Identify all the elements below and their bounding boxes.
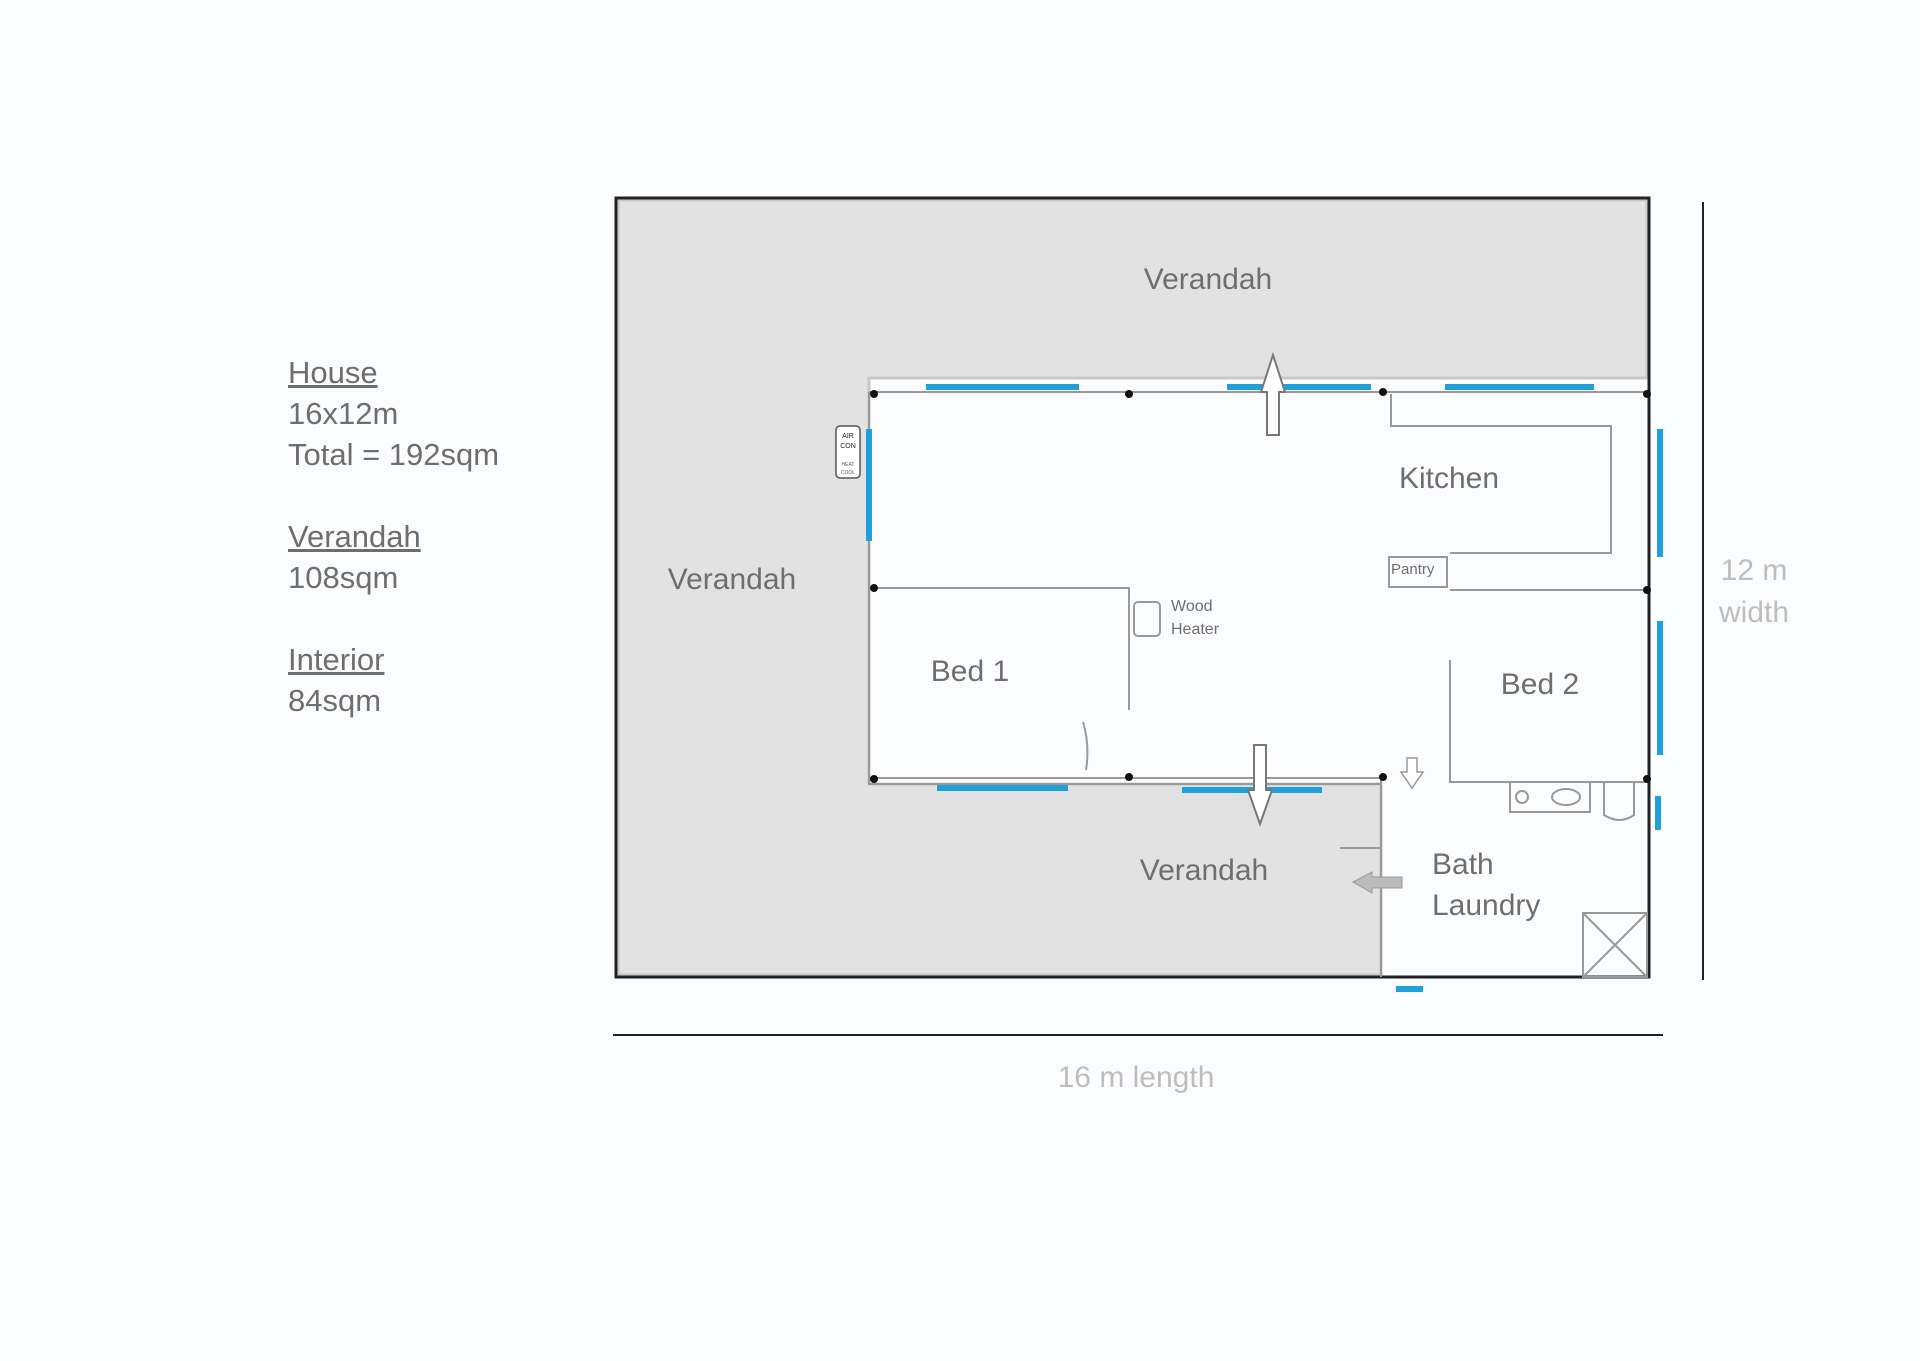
verandah-bottom-label: Verandah [1140,854,1268,887]
wood-heater-label: Wood [1171,598,1213,615]
kitchen-walls [1390,394,1612,554]
entry-arrow-down-icon [1246,744,1274,828]
verandah-top-label: Verandah [1144,263,1272,296]
toilet-icon [1603,782,1635,821]
width-label: 12 m [1721,554,1788,587]
laundry-label: Laundry [1432,889,1540,922]
aircon-label: HEAT [842,462,855,468]
bath-arrow-down-icon [1399,757,1425,790]
house-total: Total = 192sqm [288,437,500,472]
aircon-unit: AIR CON HEAT COOL [835,425,861,479]
basin-unit [1509,781,1591,813]
kitchen-label: Kitchen [1399,462,1499,495]
bed1-door-swing [1082,721,1089,771]
bed1-label: Bed 1 [931,655,1009,688]
bath-walls [1340,780,1382,960]
bath-label: Bath [1432,848,1494,881]
verandah-area: 108sqm [288,560,399,595]
aircon-label: COOL [841,470,855,476]
aircon-label: CON [840,443,856,450]
width-label: width [1718,596,1789,629]
bed1-walls [872,587,1130,710]
interior-heading: Interior [288,642,385,677]
laundry-exit-arrow-icon [1351,871,1403,894]
pantry-label: Pantry [1391,561,1435,578]
shower-icon [1582,912,1648,978]
posts [870,388,1651,783]
wood-heater-label: Heater [1171,621,1220,638]
pantry-box [1388,556,1448,588]
sink-icon [1551,788,1581,806]
house-dims: 16x12m [288,396,399,431]
aircon-label: AIR [842,433,854,440]
verandah-left-label: Verandah [668,563,796,596]
house-heading: House [288,355,378,390]
entry-arrow-up-icon [1259,351,1287,436]
bed2-label: Bed 2 [1501,668,1579,701]
interior-area: 84sqm [288,683,382,718]
basin-icon [1515,790,1529,804]
wood-heater-icon [1133,601,1161,637]
room-labels: Verandah Verandah Verandah Kitchen Bed 1… [668,263,1579,922]
length-label: 16 m length [1058,1061,1215,1094]
verandah-heading: Verandah [288,519,421,554]
